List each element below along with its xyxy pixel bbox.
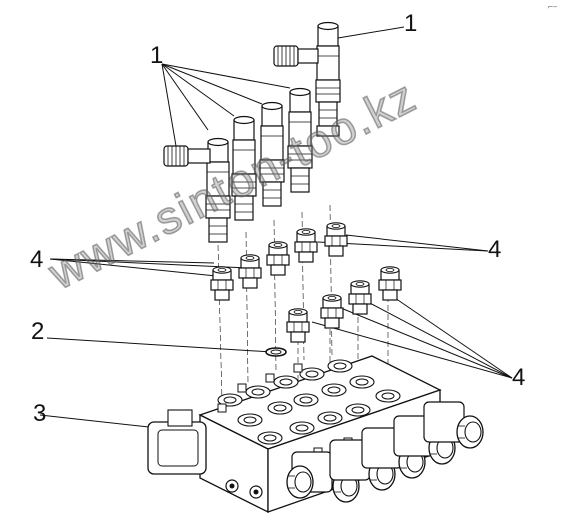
- adapter-8: [348, 280, 372, 315]
- leader-lines: [39, 26, 513, 429]
- callout-4-bottom: 4: [512, 364, 526, 391]
- adapter-3: [266, 241, 290, 276]
- callout-1-top: 1: [404, 10, 418, 37]
- tee-fittings-group: [163, 21, 341, 243]
- callout-4-left: 4: [30, 246, 44, 273]
- tee-fitting-4: [287, 87, 313, 193]
- adapter-2: [238, 254, 262, 289]
- adapter-6: [286, 308, 310, 343]
- tee-fitting-5: [315, 21, 341, 137]
- callout-1-left: 1: [150, 42, 164, 69]
- knurled-cap-top: [273, 45, 319, 67]
- adapter-5: [324, 222, 348, 257]
- tee-fitting-2: [231, 115, 257, 221]
- tee-fitting-3: [259, 101, 285, 207]
- assembly-axes: [217, 204, 389, 401]
- adapter-7: [320, 294, 344, 329]
- callout-2: 2: [31, 318, 45, 345]
- callout-4-right: 4: [488, 236, 502, 263]
- adapter-1: [210, 266, 234, 301]
- adapter-9: [378, 266, 402, 301]
- adapters-group: [210, 222, 402, 343]
- o-ring: [265, 347, 287, 357]
- adapter-4: [294, 228, 318, 263]
- callout-3: 3: [33, 400, 47, 427]
- solenoid-left: [147, 409, 207, 475]
- knurled-cap-left: [163, 145, 211, 167]
- corner-mark: ⌐–: [548, 2, 558, 11]
- solenoids-right: [286, 401, 484, 503]
